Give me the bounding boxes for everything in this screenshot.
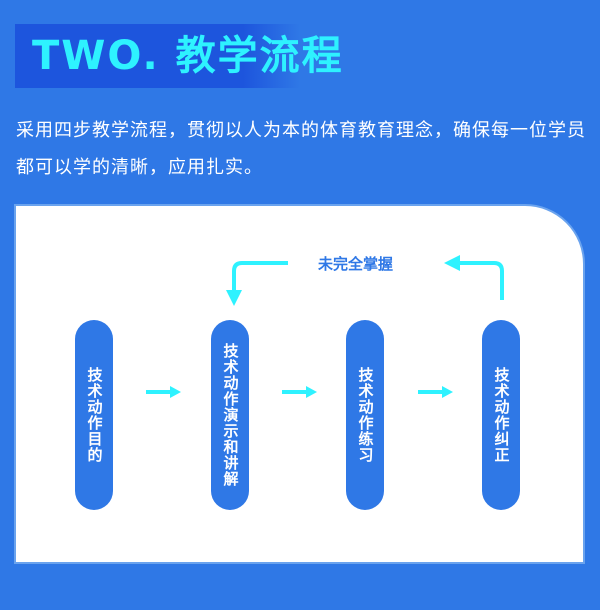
arrow-head-icon — [226, 290, 242, 306]
step-2: 技术动作演示和讲解 — [211, 320, 249, 510]
step-4: 技术动作纠正 — [482, 320, 520, 510]
intro-text: 采用四步教学流程，贯彻以人为本的体育教育理念，确保每一位学员都可以学的清晰，应用… — [16, 120, 586, 178]
arrow-head-icon — [442, 386, 453, 398]
arrow-head-icon — [444, 255, 460, 271]
loop-arrow-right — [458, 261, 504, 300]
step-3: 技术动作练习 — [346, 320, 384, 510]
arrow-head-icon — [170, 386, 181, 398]
arrow-head-icon — [306, 386, 317, 398]
title-banner — [15, 24, 300, 88]
page-title: TWO. 教学流程 — [32, 33, 344, 79]
loop-label: 未完全掌握 — [318, 255, 394, 273]
step-1: 技术动作目的 — [75, 320, 113, 510]
loop-arrow-left — [232, 261, 288, 292]
